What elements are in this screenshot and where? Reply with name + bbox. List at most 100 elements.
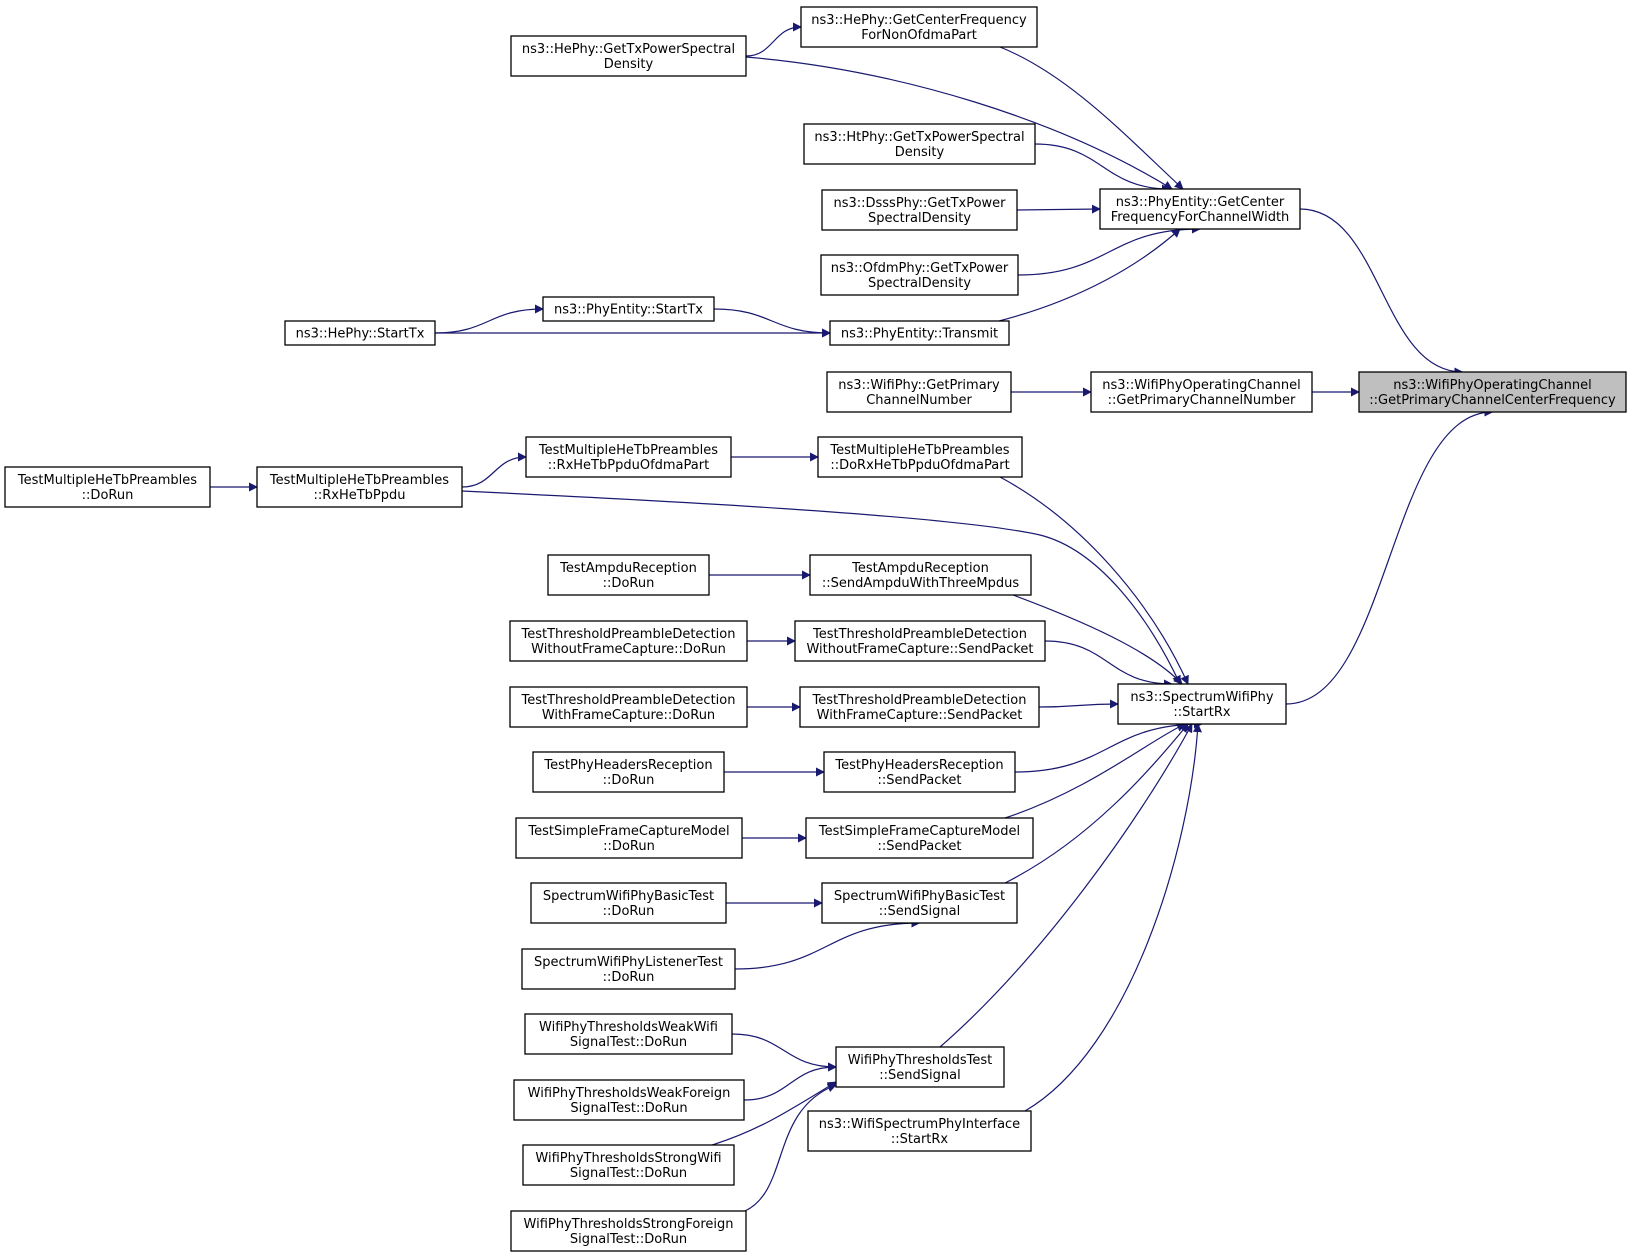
edge-wpt_weakwifi-to-wpt_send: [731, 1033, 837, 1072]
graph-node-tmh_rx[interactable]: TestMultipleHeTbPreambles::RxHeTbPpdu: [256, 466, 463, 508]
node-box: [515, 817, 743, 859]
graph-node-ampdu_send[interactable]: TestAmpduReception::SendAmpduWithThreeMp…: [809, 554, 1032, 596]
graph-node-tmh_dorx[interactable]: TestMultipleHeTbPreambles::DoRxHeTbPpduO…: [817, 436, 1023, 478]
edge-he_starttx-to-pe_starttx: [434, 304, 544, 334]
node-box: [547, 554, 710, 596]
node-label-line: Density: [895, 145, 945, 160]
node-label-line: ::GetPrimaryChannelNumber: [1108, 393, 1296, 408]
graph-node-swb_send[interactable]: SpectrumWifiPhyBasicTest::SendSignal: [821, 882, 1018, 924]
node-label-line: ::RxHeTbPpduOfdmaPart: [548, 458, 709, 473]
node-box: [542, 296, 715, 322]
node-label-line: ns3::WifiPhyOperatingChannel: [1102, 378, 1301, 393]
node-label-line: SpectrumWifiPhyBasicTest: [834, 889, 1005, 904]
node-label-line: WifiPhyThresholdsStrongForeign: [524, 1217, 734, 1232]
graph-node-root[interactable]: ns3::WifiPhyOperatingChannel::GetPrimary…: [1358, 371, 1627, 413]
node-label-line: ns3::PhyEntity::Transmit: [841, 327, 998, 342]
graph-node-swb_dorun[interactable]: SpectrumWifiPhyBasicTest::DoRun: [530, 882, 727, 924]
graph-node-opch_gpcn[interactable]: ns3::WifiPhyOperatingChannel::GetPrimary…: [1090, 371, 1313, 413]
node-label-line: WifiPhyThresholdsWeakForeign: [528, 1086, 731, 1101]
graph-node-he_starttx[interactable]: ns3::HePhy::StartTx: [284, 320, 436, 346]
node-label-line: FrequencyForChannelWidth: [1111, 210, 1290, 225]
node-box: [524, 1013, 733, 1055]
graph-node-ampdu_dorun[interactable]: TestAmpduReception::DoRun: [547, 554, 710, 596]
graph-node-getcfcw[interactable]: ns3::PhyEntity::GetCenterFrequencyForCha…: [1099, 188, 1301, 230]
edge-swl_dorun-to-swb_send: [734, 918, 921, 970]
graph-node-wspi_startrx[interactable]: ns3::WifiSpectrumPhyInterface::StartRx: [807, 1110, 1032, 1152]
node-label-line: SignalTest::DoRun: [570, 1101, 687, 1116]
graph-node-tmh_dorun[interactable]: TestMultipleHeTbPreambles::DoRun: [4, 466, 211, 508]
node-box: [525, 436, 732, 478]
node-label-line: ns3::WifiPhyOperatingChannel: [1393, 378, 1592, 393]
node-label-line: ChannelNumber: [866, 393, 972, 408]
node-label-line: TestThresholdPreambleDetection: [521, 693, 736, 708]
graph-node-pe_starttx[interactable]: ns3::PhyEntity::StartTx: [542, 296, 715, 322]
graph-node-wpt_send[interactable]: WifiPhyThresholdsTest::SendSignal: [835, 1046, 1005, 1088]
node-label-line: SpectrumWifiPhyListenerTest: [534, 955, 723, 970]
node-box: [4, 466, 211, 508]
graph-node-wpt_weakwifi[interactable]: WifiPhyThresholdsWeakWifiSignalTest::DoR…: [524, 1013, 733, 1055]
edge-tmh_rx-to-tmh_rxofdma: [461, 452, 527, 488]
graph-node-sfc_dorun[interactable]: TestSimpleFrameCaptureModel::DoRun: [515, 817, 743, 859]
graph-node-wp_gpcn[interactable]: ns3::WifiPhy::GetPrimaryChannelNumber: [826, 371, 1012, 413]
edge-wpt_strongfor-to-wpt_send: [744, 1083, 837, 1212]
node-label-line: SignalTest::DoRun: [570, 1232, 687, 1247]
edge-line: [999, 476, 1189, 685]
edge-he_gcfnon-to-getcfcw: [999, 46, 1184, 190]
edge-line: [1016, 204, 1101, 214]
node-label-line: TestThresholdPreambleDetection: [812, 627, 1027, 642]
graph-node-wpt_weakfor[interactable]: WifiPhyThresholdsWeakForeignSignalTest::…: [513, 1079, 745, 1121]
edge-ofdm_gtxpsd-to-getcfcw: [1017, 224, 1201, 276]
node-label-line: ns3::WifiSpectrumPhyInterface: [819, 1117, 1020, 1132]
node-label-line: ::StartRx: [1173, 705, 1231, 720]
edge-tmh_rx-to-sw_startrx: [461, 490, 1181, 685]
node-label-line: ns3::HePhy::GetTxPowerSpectral: [522, 42, 735, 57]
node-label-line: ns3::OfdmPhy::GetTxPower: [831, 261, 1009, 276]
node-label-line: WifiPhyThresholdsStrongWifi: [535, 1151, 721, 1166]
graph-node-phr_send[interactable]: TestPhyHeadersReception::SendPacket: [823, 751, 1016, 793]
edge-line: [1004, 723, 1186, 819]
node-box: [820, 254, 1019, 296]
graph-node-swl_dorun[interactable]: SpectrumWifiPhyListenerTest::DoRun: [521, 948, 736, 990]
node-box: [510, 1210, 747, 1252]
node-box: [1117, 683, 1287, 725]
edge-line: [1299, 208, 1464, 377]
node-label-line: SignalTest::DoRun: [570, 1166, 687, 1181]
edge-line: [713, 308, 831, 338]
node-label-line: ::RxHeTbPpdu: [313, 488, 405, 503]
edge-getcfcw-to-root: [1299, 208, 1464, 377]
node-label-line: ::DoRun: [603, 904, 655, 919]
graph-node-phr_dorun[interactable]: TestPhyHeadersReception::DoRun: [532, 751, 725, 793]
node-label-line: TestMultipleHeTbPreambles: [17, 473, 197, 488]
edge-wpt_strongwifi-to-wpt_send: [711, 1081, 837, 1146]
graph-node-tpd_w_send[interactable]: TestThresholdPreambleDetectionWithFrameC…: [799, 686, 1040, 728]
edge-wpt_weakfor-to-wpt_send: [743, 1062, 837, 1101]
edge-wspi_startrx-to-sw_startrx: [1024, 723, 1202, 1112]
graph-node-wpt_strongwifi[interactable]: WifiPhyThresholdsStrongWifiSignalTest::D…: [522, 1144, 735, 1186]
edge-line: [1024, 723, 1202, 1112]
edge-line: [1017, 224, 1201, 276]
node-label-line: WifiPhyThresholdsTest: [848, 1053, 993, 1068]
node-label-line: ns3::HtPhy::GetTxPowerSpectral: [814, 130, 1024, 145]
edge-ht_gtxpsd-to-getcfcw: [1034, 143, 1171, 194]
graph-node-pe_transmit[interactable]: ns3::PhyEntity::Transmit: [829, 320, 1010, 346]
graph-node-sfc_send[interactable]: TestSimpleFrameCaptureModel::SendPacket: [805, 817, 1034, 859]
node-box: [509, 686, 748, 728]
node-box: [823, 751, 1016, 793]
graph-node-tpd_wo_send[interactable]: TestThresholdPreambleDetectionWithoutFra…: [794, 620, 1046, 662]
graph-node-sw_startrx[interactable]: ns3::SpectrumWifiPhy::StartRx: [1117, 683, 1287, 725]
graph-node-tpd_w_dorun[interactable]: TestThresholdPreambleDetectionWithFrameC…: [509, 686, 748, 728]
graph-node-tmh_rxofdma[interactable]: TestMultipleHeTbPreambles::RxHeTbPpduOfd…: [525, 436, 732, 478]
graph-node-tpd_wo_dorun[interactable]: TestThresholdPreambleDetectionWithoutFra…: [509, 620, 748, 662]
node-label-line: ForNonOfdmaPart: [861, 28, 977, 43]
node-box: [521, 948, 736, 990]
edge-tpd_wo_send-to-sw_startrx: [1044, 640, 1173, 689]
node-label-line: TestThresholdPreambleDetection: [812, 693, 1027, 708]
graph-node-he_gcfnon[interactable]: ns3::HePhy::GetCenterFrequencyForNonOfdm…: [800, 6, 1038, 48]
graph-node-wpt_strongfor[interactable]: WifiPhyThresholdsStrongForeignSignalTest…: [510, 1210, 747, 1252]
node-label-line: ::DoRun: [603, 576, 655, 591]
node-label-line: TestPhyHeadersReception: [543, 758, 712, 773]
